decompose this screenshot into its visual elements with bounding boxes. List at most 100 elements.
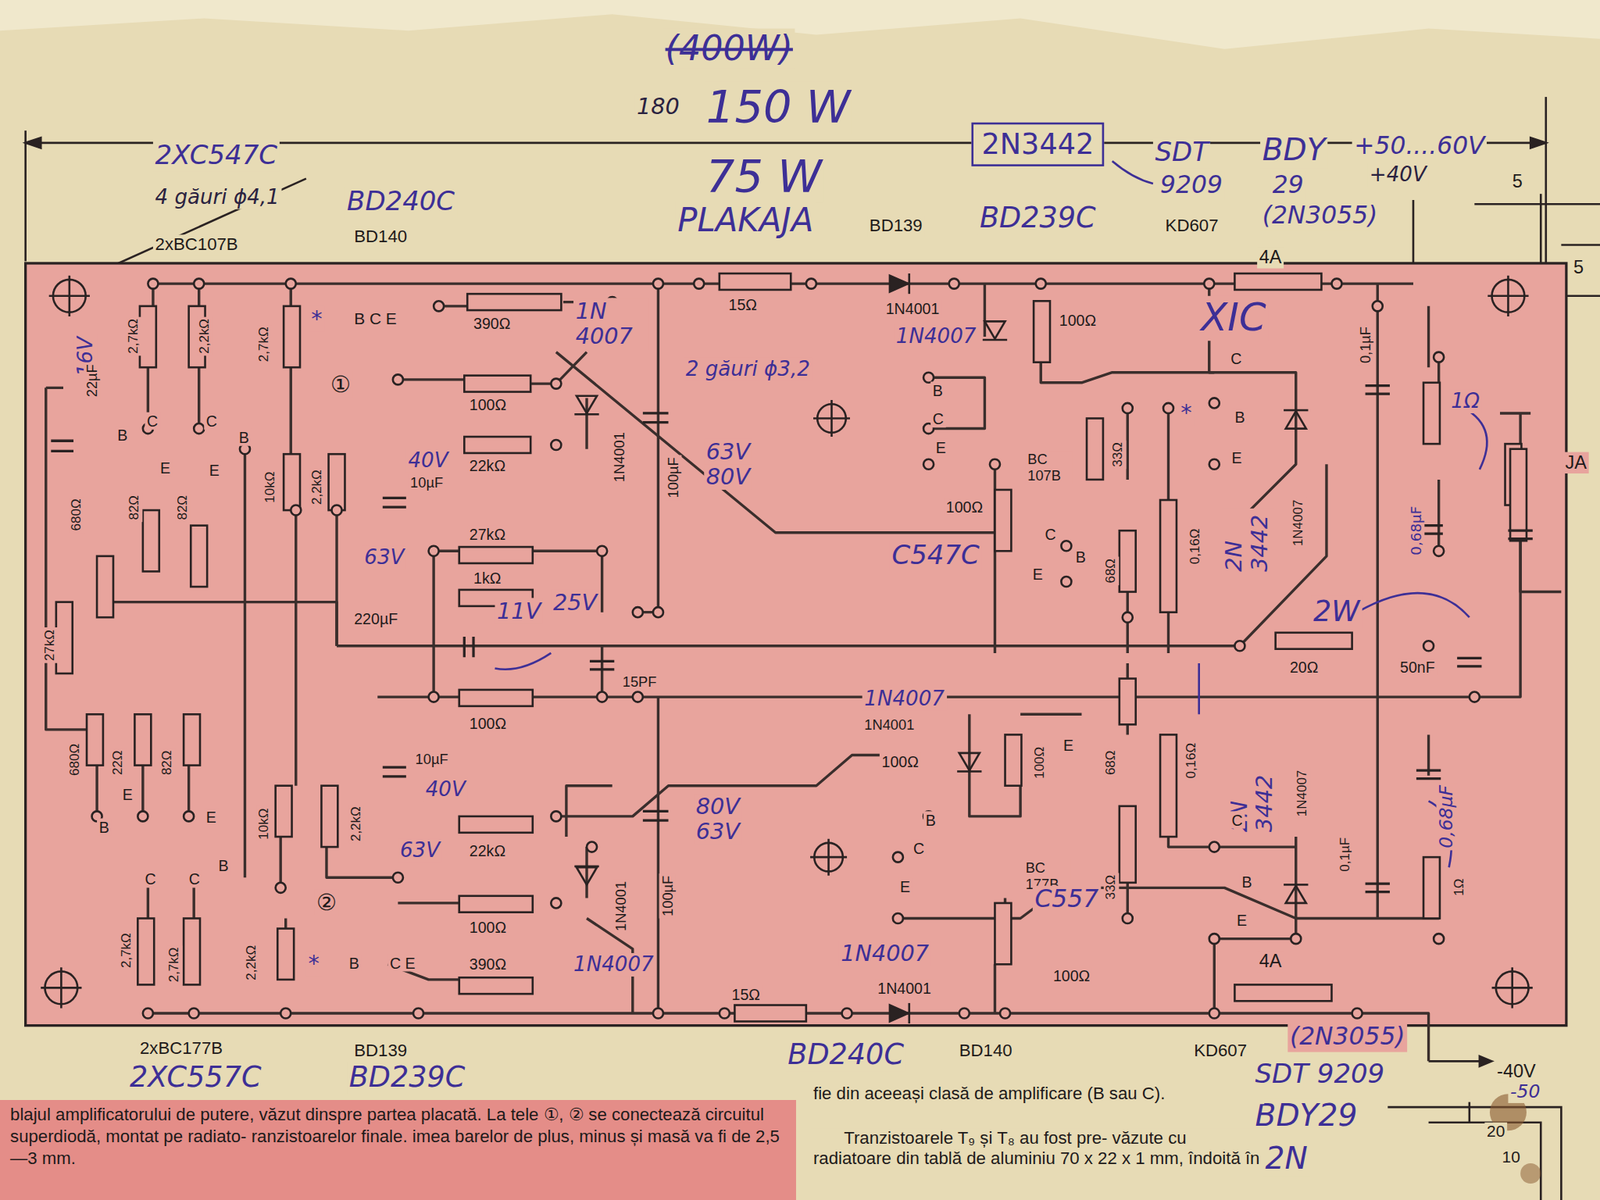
part-label: E <box>1229 449 1244 468</box>
part-label: B <box>930 381 945 400</box>
part-label: 0,16Ω <box>1183 740 1200 781</box>
part-label: 10µF <box>407 474 445 491</box>
part-label: E <box>1030 565 1045 584</box>
part-label: C <box>142 870 158 889</box>
part-label: 15PF <box>620 673 659 690</box>
part-label: 100Ω <box>467 396 509 415</box>
part-label: BD139 <box>352 1040 410 1061</box>
part-label: 5 <box>1510 171 1525 193</box>
part-label: 100Ω <box>1057 310 1099 329</box>
handwritten-note: XIC <box>1199 296 1269 341</box>
part-label: 27kΩ <box>467 525 508 544</box>
part-label: 220µF <box>352 610 400 629</box>
node-text: 2N3442 <box>981 126 1094 163</box>
part-label: B <box>1232 407 1247 426</box>
part-label: 680Ω <box>67 741 84 778</box>
part-label: 4A <box>1257 950 1284 972</box>
part-label: B <box>216 857 231 875</box>
part-label: 1N4007 <box>1295 767 1311 819</box>
part-label: 82Ω <box>175 492 191 522</box>
part-label: 22kΩ <box>467 842 508 861</box>
part-label: 100µF <box>665 455 683 500</box>
part-label: C <box>910 839 926 858</box>
part-label: E <box>207 460 222 479</box>
handwritten-note: 40V <box>423 777 468 801</box>
handwritten-note: 150 W <box>703 81 853 133</box>
caption-band <box>0 1100 797 1200</box>
body-text: Tranzistoarele T₉ și T₈ au fost pre- văz… <box>810 1128 1265 1169</box>
handwritten-note: C557 <box>1032 885 1101 915</box>
handwritten-note: C547C <box>889 540 982 572</box>
handwritten-note: 29 <box>1270 171 1306 200</box>
part-label: B <box>96 818 111 837</box>
handwritten-note: 2XC557C <box>127 1060 264 1094</box>
handwritten-note: 25V <box>550 589 599 616</box>
handwritten-note: +40V <box>1367 163 1429 187</box>
handwritten-note: 40V <box>406 449 450 473</box>
part-label: E <box>1060 736 1075 755</box>
part-label: E <box>203 807 218 826</box>
part-label: 1N4001 <box>862 716 917 733</box>
handwritten-note: * <box>306 950 322 977</box>
part-label: 2xBC107B <box>153 234 240 255</box>
handwritten-note: 75 W <box>703 150 824 203</box>
handwritten-note: 0,68µF <box>1407 503 1425 558</box>
handwritten-note: 63V <box>703 439 752 465</box>
handwritten-note: 180 <box>634 93 682 120</box>
part-label: KD607 <box>1163 216 1221 237</box>
mounting-holes <box>40 275 1533 1009</box>
handwritten-note: 63V <box>693 818 742 845</box>
part-label: 50nF <box>1397 657 1437 676</box>
part-label: 10kΩ <box>263 469 279 505</box>
part-label: 22µF <box>83 362 100 400</box>
part-label: 1N4001 <box>612 878 629 933</box>
part-label: B <box>346 953 361 972</box>
part-label: 390Ω <box>467 955 509 974</box>
part-label: ① <box>328 371 354 397</box>
handwritten-note: 4 găuri ϕ4,1 <box>153 185 282 210</box>
handwritten-note: 2 găuri ϕ3,2 <box>683 357 812 381</box>
handwritten-note: 80V <box>693 793 742 820</box>
handwritten-note: 9209 <box>1157 171 1225 200</box>
handwritten-note: 1N 4007 <box>573 297 650 350</box>
resistor-symbols <box>56 273 1527 1022</box>
part-label: 2,2kΩ <box>197 316 214 356</box>
handwritten-note: 80V <box>703 464 752 490</box>
part-label: C <box>1228 350 1244 368</box>
handwritten-note: +50....60V <box>1352 132 1488 161</box>
part-label: 0,1µF <box>1357 324 1374 365</box>
handwritten-note: 63V <box>397 839 442 863</box>
part-label: 2,2kΩ <box>244 942 261 983</box>
part-label: -40V <box>1494 1060 1538 1083</box>
handwritten-arrows <box>494 160 1487 868</box>
part-label: B <box>115 426 130 445</box>
part-label: 100Ω <box>1050 967 1093 986</box>
part-label: 15Ω <box>729 985 763 1004</box>
part-label: 1N4001 <box>883 300 942 318</box>
handwritten-note: 1N4007 <box>839 940 932 967</box>
part-label: 68Ω <box>1103 556 1120 586</box>
part-label: E <box>120 785 135 804</box>
part-label: 0,16Ω <box>1187 526 1204 567</box>
part-label: BD139 <box>867 216 925 237</box>
part-label: 33Ω <box>1103 872 1120 902</box>
handwritten-note: * <box>309 306 325 333</box>
part-label: BD140 <box>957 1040 1015 1061</box>
part-label: 2,2kΩ <box>310 467 326 508</box>
handwritten-note: SDT <box>1153 137 1211 168</box>
part-label: 20Ω <box>1287 657 1321 676</box>
part-label: 20 <box>1484 1122 1507 1142</box>
part-label: 100Ω <box>943 497 986 516</box>
pcb-board <box>25 263 1567 1026</box>
part-label: 680Ω <box>69 496 86 533</box>
part-label: KD607 <box>1192 1040 1250 1061</box>
part-label: 100Ω <box>1032 744 1049 781</box>
part-label: 2,7kΩ <box>126 316 143 356</box>
part-label: C <box>144 412 160 431</box>
part-label: C <box>186 870 202 889</box>
diode-symbols <box>574 273 1308 1024</box>
handwritten-note: BD239C <box>346 1060 468 1094</box>
node-text: blajul amplificatorului de putere, văzut… <box>10 1103 786 1169</box>
part-label: 68Ω <box>1103 748 1120 778</box>
part-label: 1kΩ <box>471 569 504 588</box>
